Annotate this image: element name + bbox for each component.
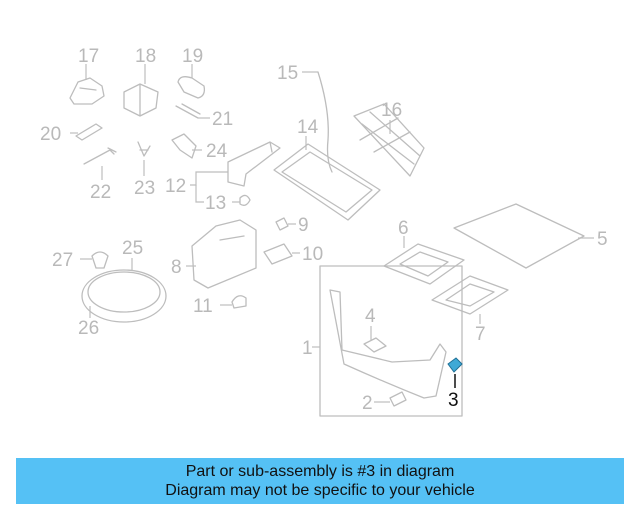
part-24-drawing [171,133,197,159]
callout-17: 17 [78,46,99,67]
callout-3-highlighted: 3 [448,390,459,411]
part-6-drawing [383,243,465,285]
leader-lines [70,64,594,403]
part-18-drawing [123,83,159,117]
callout-16: 16 [381,100,402,121]
part-11-drawing [231,295,247,309]
part-7-drawing [431,275,509,315]
part-4-drawing [363,337,387,353]
part-illustrations [69,71,585,417]
banner-line-2: Diagram may not be specific to your vehi… [165,482,475,499]
callout-10: 10 [302,244,323,265]
part-10-drawing [263,243,293,265]
callout-15: 15 [277,63,298,84]
callout-20: 20 [40,124,61,145]
part-17-drawing [69,77,105,105]
callout-1: 1 [302,338,313,359]
part-25-drawing [87,271,161,313]
callout-18: 18 [135,46,156,67]
info-banner: Part or sub-assembly is #3 in diagram Di… [16,458,624,504]
part-5-drawing [453,203,585,269]
callout-14: 14 [297,117,319,138]
part-2-drawing [389,391,407,407]
callout-25: 25 [122,238,143,259]
callout-6: 6 [398,218,409,239]
callout-9: 9 [298,215,309,236]
part-26-drawing [81,269,167,323]
part-16-drawing [353,103,425,177]
part-1-panel [329,289,447,399]
callout-7: 7 [475,324,486,345]
part-12-drawing [227,141,281,187]
part-19-drawing [177,76,206,99]
callout-23: 23 [134,178,155,199]
part-21-drawing [175,103,201,119]
parts-diagram: 17 18 19 15 16 20 21 14 24 22 23 12 13 9… [40,46,608,417]
part-22-drawing [83,147,117,165]
part-3-drawing [447,357,463,373]
part-9-drawing [275,217,289,231]
callout-labels: 17 18 19 15 16 20 21 14 24 22 23 12 13 9… [40,46,608,414]
callout-26: 26 [78,318,99,339]
callout-21: 21 [212,109,233,130]
part-1-drawing [319,265,463,417]
callout-11: 11 [193,296,213,317]
part-13-drawing [239,194,251,206]
part-8-drawing [191,219,257,289]
part-20-drawing [75,123,103,141]
callout-27: 27 [52,250,73,271]
part-15-drawing [317,71,333,173]
part-27-drawing [91,251,109,269]
callout-8: 8 [171,257,182,278]
callout-4: 4 [365,306,376,327]
callout-22: 22 [90,182,111,203]
callout-19: 19 [182,46,203,67]
callout-13: 13 [205,193,226,214]
callout-2: 2 [362,393,373,414]
callout-24: 24 [206,141,228,162]
callout-5: 5 [597,229,608,250]
banner-line-1: Part or sub-assembly is #3 in diagram [185,463,455,480]
part-14-drawing [273,143,381,221]
callout-12: 12 [165,176,186,197]
part-23-drawing [137,141,151,157]
